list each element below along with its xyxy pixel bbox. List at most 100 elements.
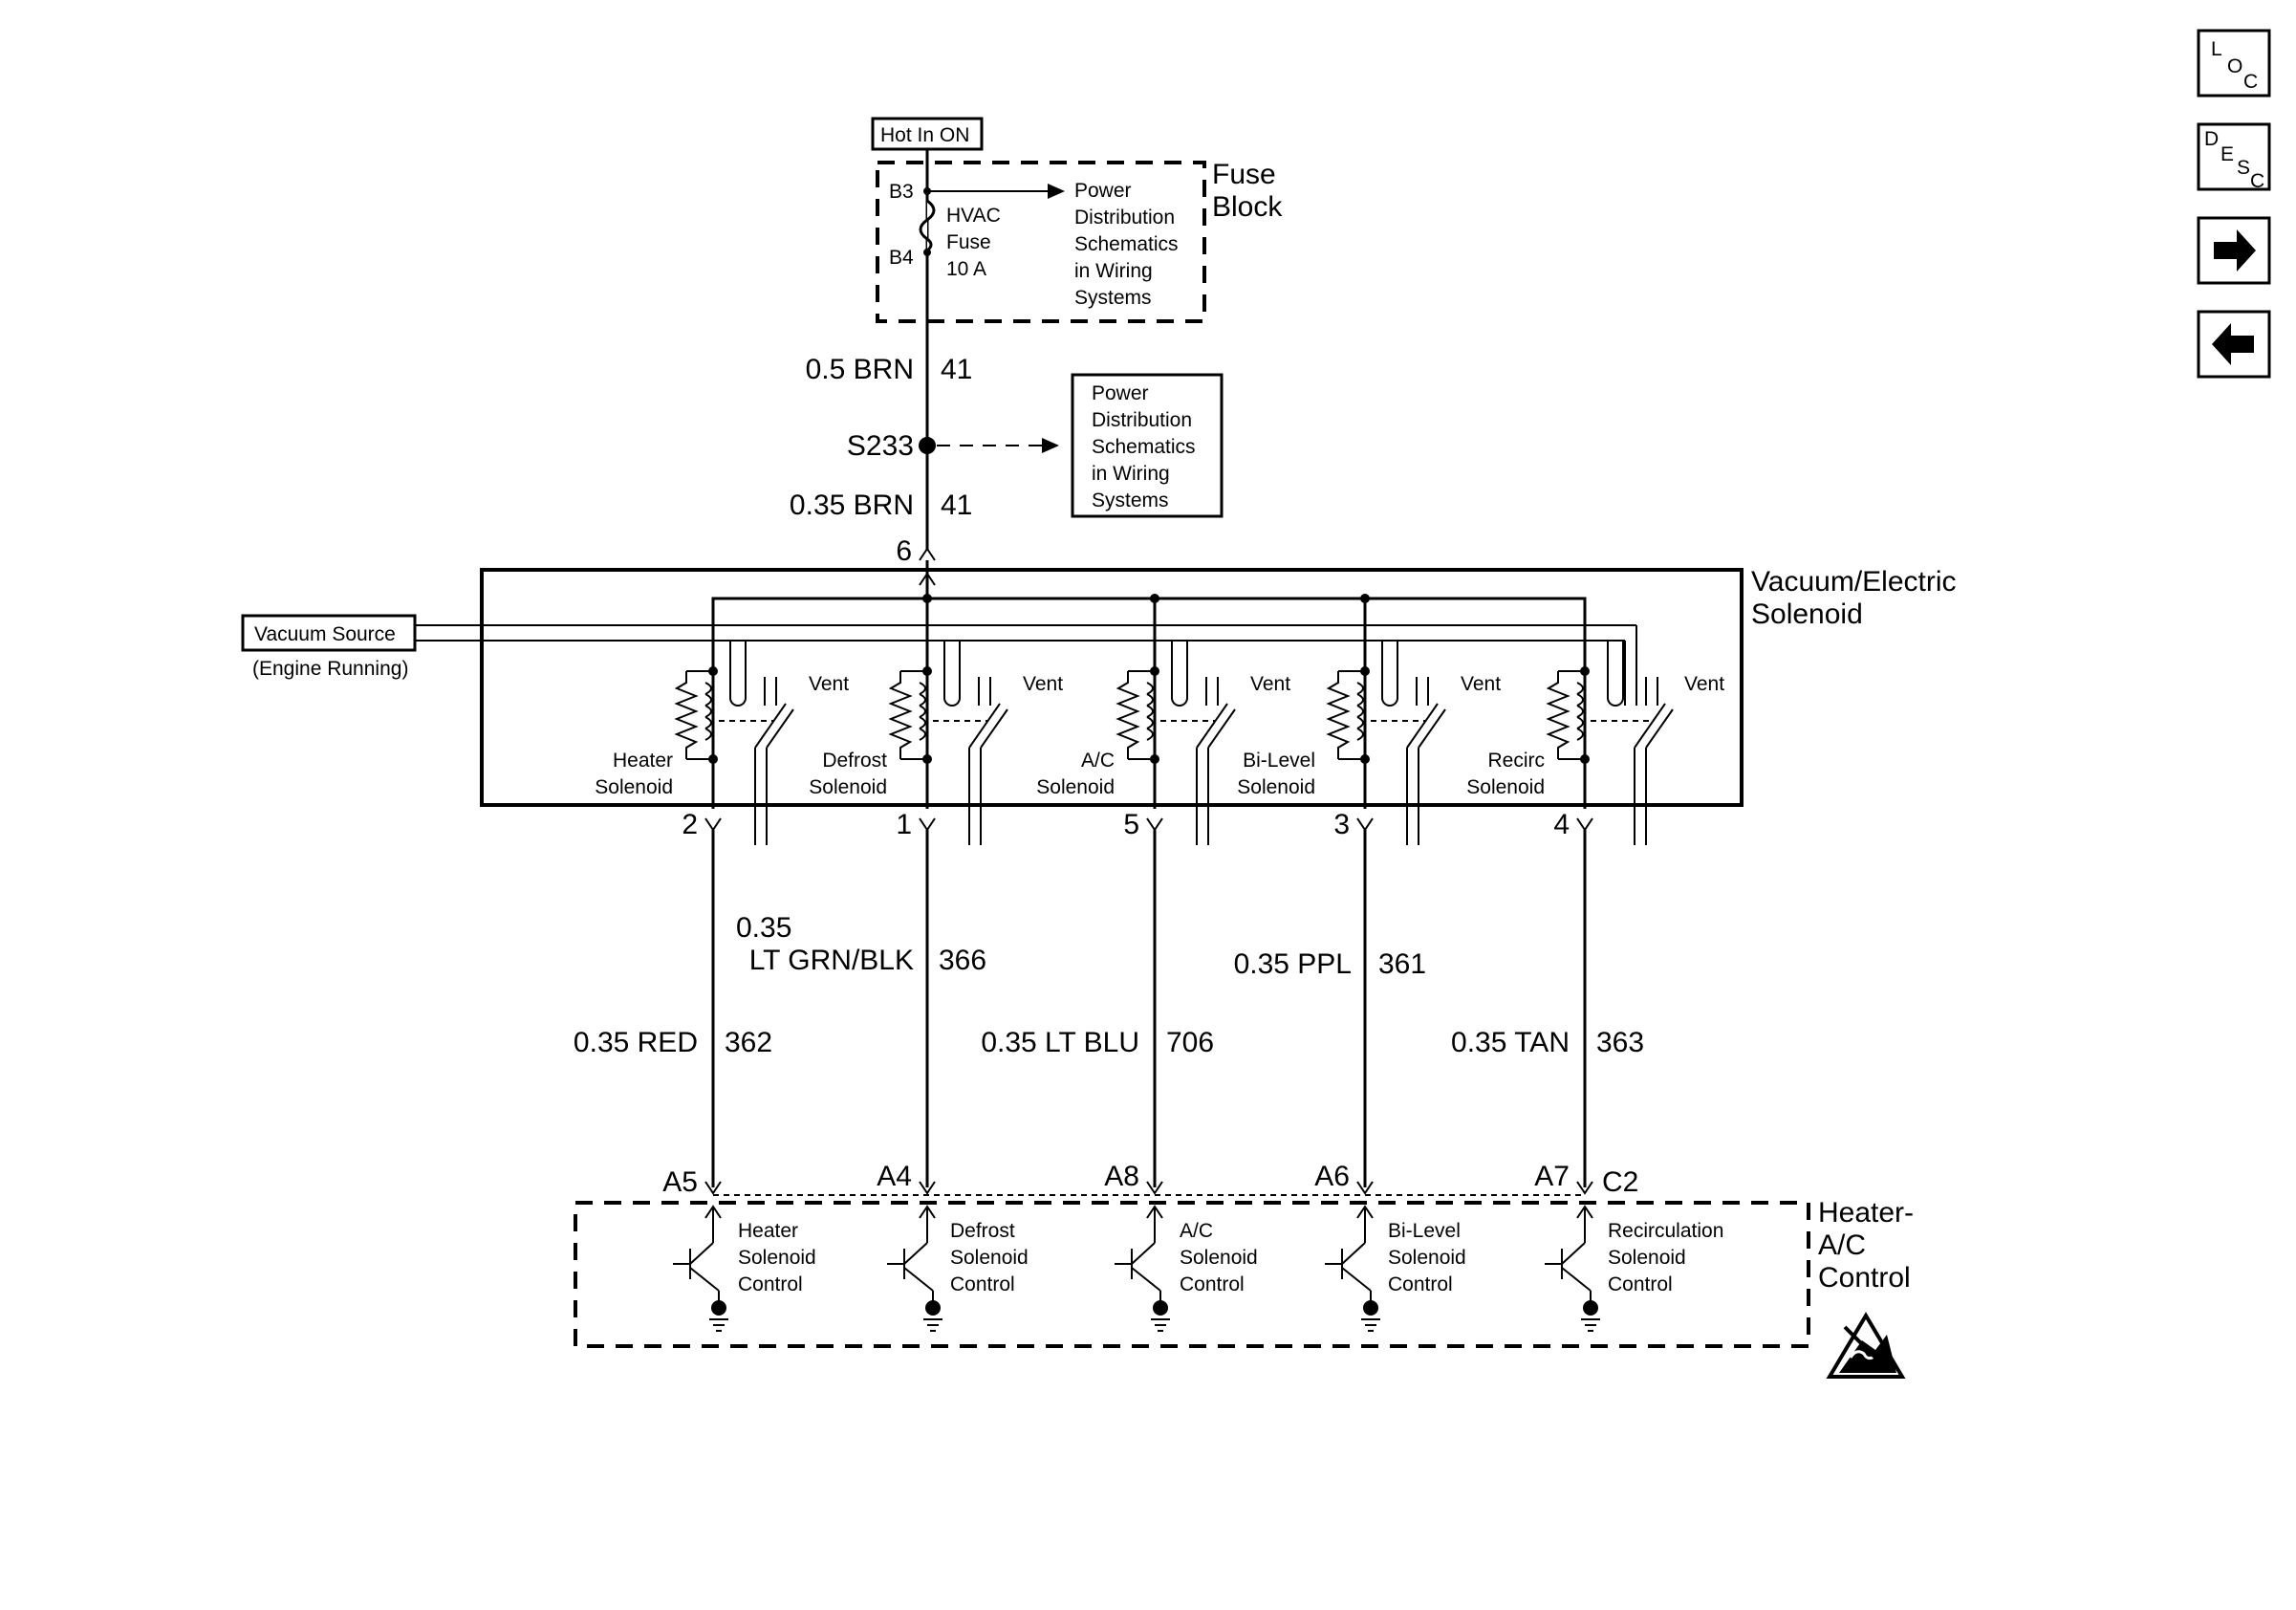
arrow-right-icon [2214,229,2256,272]
svg-text:2: 2 [682,809,698,840]
desc-letter-c: C [2250,170,2264,192]
wire-366-circuit: 366 [939,945,986,976]
svg-text:A/C: A/C [1180,1220,1213,1242]
svg-text:Solenoid: Solenoid [595,776,673,798]
desc-letter-e: E [2220,143,2234,165]
svg-text:Solenoid: Solenoid [950,1247,1029,1269]
svg-text:Distribution: Distribution [1092,409,1192,431]
arrow-right-icon [1048,184,1065,199]
fuse-name-2: Fuse [946,231,991,253]
svg-text:Defrost: Defrost [822,750,887,772]
loc-letter-c: C [2243,71,2258,93]
fuse-name-1: HVAC [946,205,1001,227]
splice-label: S233 [847,430,914,462]
svg-text:Control: Control [738,1273,803,1295]
control-title-2: A/C [1818,1229,1866,1261]
fuse-ref-line-2: Distribution [1074,207,1175,228]
svg-text:Control: Control [1388,1273,1453,1295]
fuse-block-title-2: Block [1212,191,1283,223]
wire-363-circuit: 363 [1596,1027,1644,1058]
svg-text:Solenoid: Solenoid [1180,1247,1258,1269]
fuse-ref-line-4: in Wiring [1074,260,1153,282]
wire-706-gauge: 0.35 LT BLU [981,1027,1139,1058]
svg-text:A5: A5 [662,1166,698,1198]
driver-defrost: A4 Defrost Solenoid Control [877,1161,1029,1332]
svg-text:Defrost: Defrost [950,1220,1015,1242]
arrow-right-icon [1042,438,1059,453]
loc-letter-o: O [2227,55,2242,77]
driver-heater: A5 Heater Solenoid Control [662,1166,816,1332]
svg-text:3: 3 [1333,809,1350,840]
loc-letter-l: L [2211,38,2222,60]
fuse-ref-line-1: Power [1074,180,1132,202]
solenoid-channel-heater: Vent Heater Solenoid 2 [595,635,849,845]
next-page-button[interactable] [2197,216,2271,285]
svg-text:Solenoid: Solenoid [1036,776,1115,798]
svg-text:Power: Power [1092,382,1149,404]
svg-text:Heater: Heater [738,1220,798,1242]
desc-button[interactable]: D E S C [2197,122,2271,192]
svg-text:in Wiring: in Wiring [1092,463,1170,485]
svg-text:Vent: Vent [1461,673,1501,695]
svg-text:Heater: Heater [613,750,673,772]
feed-lower-circuit: 41 [941,490,972,521]
fuse-rating: 10 A [946,258,986,280]
esd-warning-icon [1826,1312,1906,1379]
wire-363-gauge: 0.35 TAN [1451,1027,1570,1058]
svg-text:Control: Control [1180,1273,1245,1295]
svg-text:4: 4 [1553,809,1570,840]
svg-text:Vent: Vent [809,673,849,695]
wire-361-circuit: 361 [1378,948,1426,980]
svg-text:Vent: Vent [1684,673,1724,695]
svg-text:Control: Control [1608,1273,1673,1295]
fuse-block: Fuse Block B3 B4 HVAC Fuse 10 A Power Di… [876,159,1283,323]
heater-ac-control-module: Heater- A/C Control C2 [574,1166,1914,1348]
svg-text:Bi-Level: Bi-Level [1243,750,1315,772]
wire-362-gauge: 0.35 RED [574,1027,698,1058]
splice-dot [919,437,936,454]
connector-c2: C2 [1602,1166,1638,1198]
vacuum-electric-solenoid: Vacuum/Electric Solenoid Vacuum Source (… [241,560,1957,807]
svg-text:A4: A4 [877,1161,912,1192]
arrow-left-icon [2212,323,2254,365]
svg-text:A6: A6 [1314,1161,1350,1192]
svg-text:Solenoid: Solenoid [809,776,887,798]
fuse-pin-b3: B3 [889,181,914,203]
svg-text:1: 1 [896,809,912,840]
svg-text:Bi-Level: Bi-Level [1388,1220,1461,1242]
wire-366-gauge-2: LT GRN/BLK [749,945,914,976]
hot-in-on-label: Hot In ON [871,117,984,151]
loc-button[interactable]: L O C [2197,29,2271,98]
wire-366-gauge-1: 0.35 [736,912,791,944]
vacuum-source-label: Vacuum Source [254,623,396,645]
svg-text:Solenoid: Solenoid [1388,1247,1466,1269]
wire-362-circuit: 362 [725,1027,772,1058]
connector-pin-6: 6 [896,535,912,567]
splice-ref-box: Power Distribution Schematics in Wiring … [1071,373,1224,518]
svg-text:Vent: Vent [1023,673,1063,695]
feed-upper-gauge: 0.5 BRN [806,354,914,385]
svg-text:Solenoid: Solenoid [1237,776,1315,798]
feed-upper-circuit: 41 [941,354,972,385]
svg-text:Vent: Vent [1250,673,1290,695]
desc-letter-s: S [2237,157,2250,179]
wire-361-gauge: 0.35 PPL [1234,948,1352,980]
solenoid-channel-defrost: Vent Defrost Solenoid 1 [809,600,1063,845]
vacuum-source-box [241,614,417,652]
control-title-1: Heater- [1818,1197,1914,1229]
svg-text:A8: A8 [1104,1161,1139,1192]
svg-text:Control: Control [950,1273,1015,1295]
fuse-icon [919,199,936,252]
fuse-block-title-1: Fuse [1212,159,1276,190]
solenoid-channel-ac: Vent A/C Solenoid 5 [1036,598,1290,845]
driver-bilevel: A6 Bi-Level Solenoid Control [1314,1161,1466,1332]
fuse-ref-line-5: Systems [1074,287,1152,309]
feed-lower-gauge: 0.35 BRN [790,490,914,521]
svg-text:A/C: A/C [1081,750,1115,772]
prev-page-button[interactable] [2197,310,2271,379]
solenoid-channel-recirc: Vent Recirc Solenoid 4 [1466,635,1724,845]
fuse-pin-b4: B4 [889,247,914,269]
fuse-ref-line-3: Schematics [1074,233,1179,255]
svg-text:Solenoid: Solenoid [1608,1247,1686,1269]
